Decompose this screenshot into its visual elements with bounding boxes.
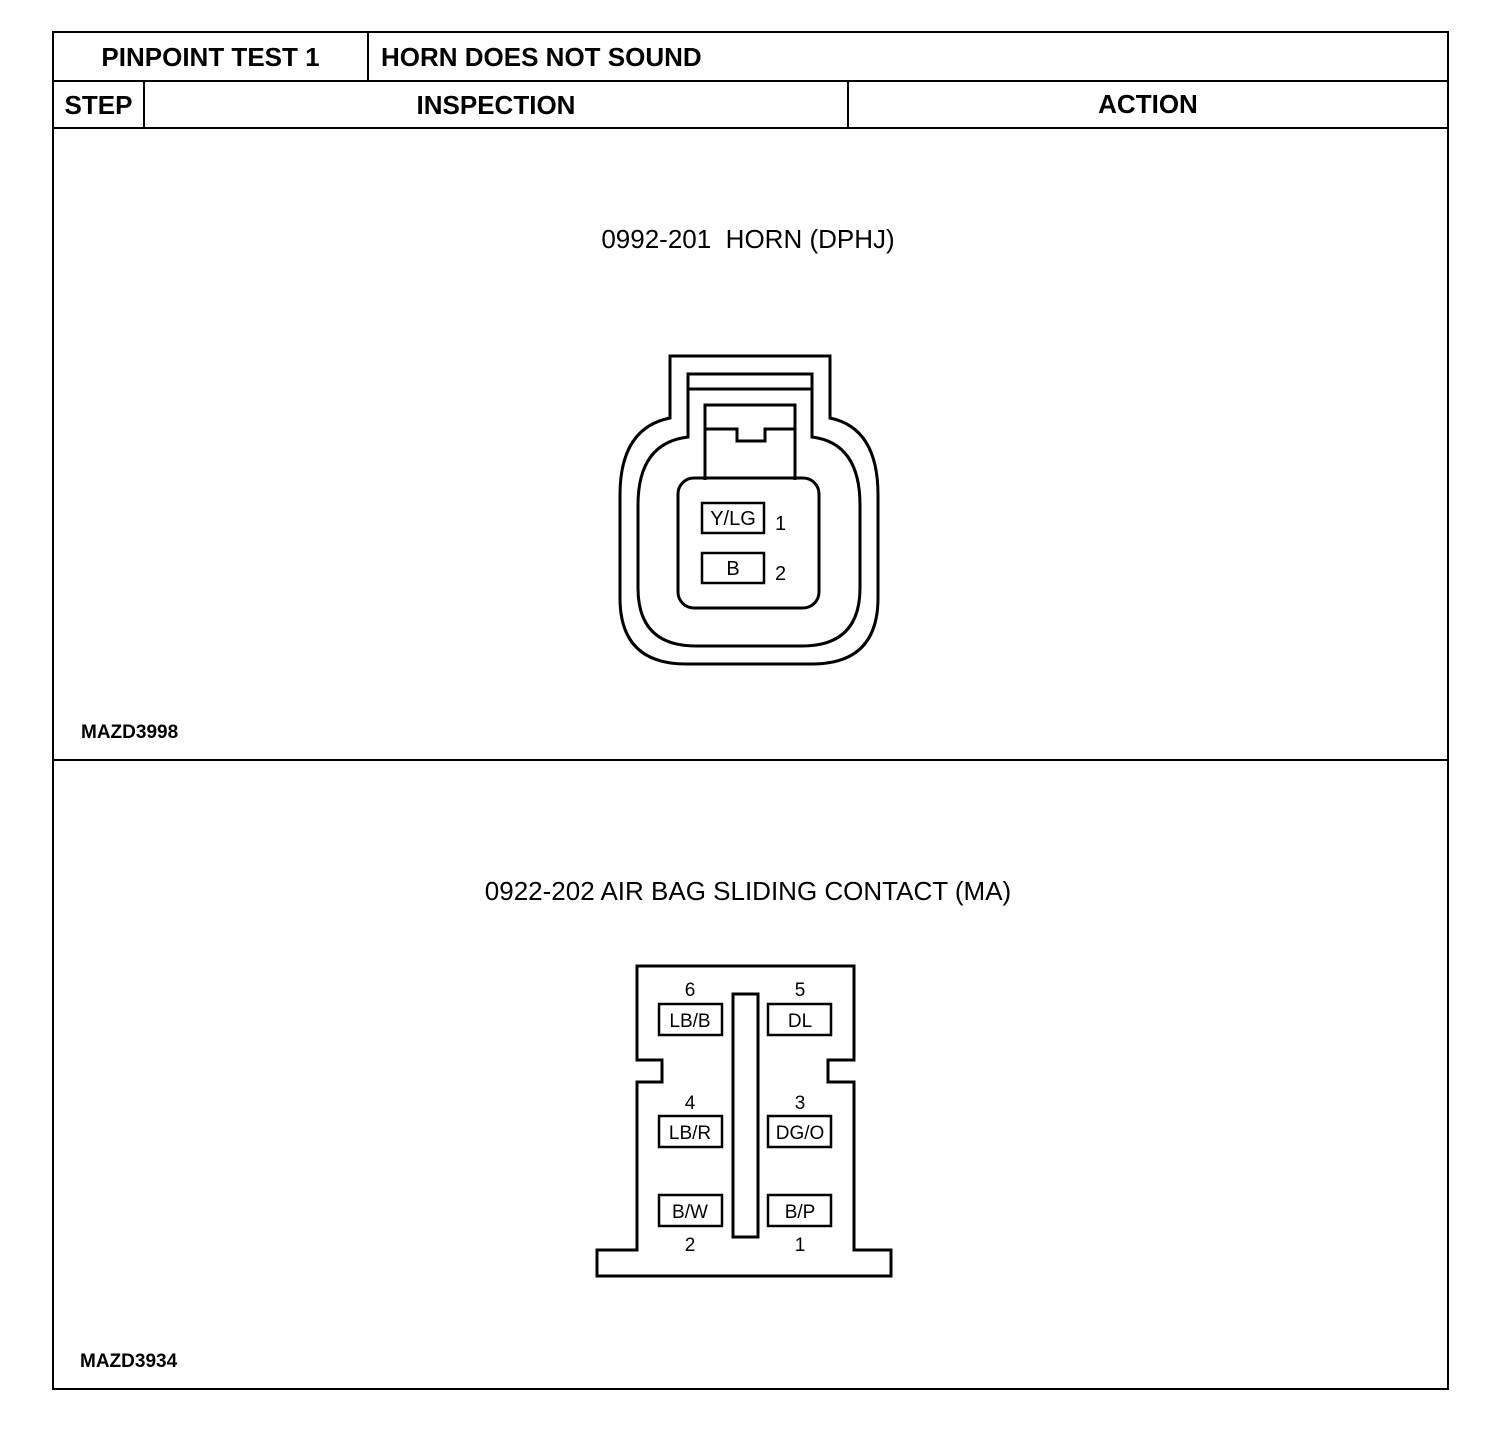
pin-1-box xyxy=(766,1193,833,1228)
pin-3-number: 3 xyxy=(795,1093,806,1114)
horn-connector-caption: 0992-201 HORN (DPHJ) xyxy=(601,224,895,254)
pin-1-number: 1 xyxy=(795,1235,806,1256)
pin-1-wire-color: Y/LG xyxy=(710,508,756,530)
test-title: HORN DOES NOT SOUND xyxy=(381,42,702,72)
pin-4-box xyxy=(657,1114,724,1149)
pin-6-wire-color: LB/B xyxy=(669,1011,710,1032)
horn-connector-diagram: Y/LG 1 B 2 xyxy=(618,354,880,666)
title-separator xyxy=(367,31,369,82)
pin-2-number: 2 xyxy=(685,1235,696,1256)
pin-2-number: 2 xyxy=(775,563,786,585)
pin-5-number: 5 xyxy=(795,980,806,1001)
pin-1-box xyxy=(700,501,766,535)
pin-5-wire-color: DL xyxy=(788,1011,812,1032)
column-action: ACTION xyxy=(1098,89,1198,119)
pin-6-number: 6 xyxy=(685,980,696,1001)
connector-outer-shell xyxy=(618,354,880,666)
pinpoint-test-label: PINPOINT TEST 1 xyxy=(101,42,320,72)
frame-top xyxy=(52,31,1449,33)
column-step: STEP xyxy=(64,90,133,120)
pin-2-box xyxy=(657,1193,724,1228)
column-header-divider xyxy=(52,127,1449,129)
locking-latch xyxy=(703,403,797,480)
pin-5-box xyxy=(766,1002,833,1037)
center-divider-rib xyxy=(731,992,760,1239)
pin-6-box xyxy=(657,1002,724,1037)
frame-right xyxy=(1447,31,1449,1390)
pin-3-box xyxy=(766,1114,833,1149)
action-separator xyxy=(847,80,849,129)
frame-bottom xyxy=(52,1388,1449,1390)
pin-2-wire-color: B xyxy=(726,558,739,580)
pin-cavity-block xyxy=(676,476,821,610)
latch-notch xyxy=(705,427,795,443)
figure-code-horn: MAZD3998 xyxy=(81,722,179,743)
connector-inner-shell xyxy=(636,372,862,648)
header-divider xyxy=(52,80,1449,82)
pin-3-wire-color: DG/O xyxy=(776,1123,825,1144)
frame-left xyxy=(52,31,54,1390)
pin-4-number: 4 xyxy=(685,1093,696,1114)
step-separator xyxy=(143,80,145,129)
pin-4-wire-color: LB/R xyxy=(669,1123,711,1144)
figure-divider xyxy=(52,759,1449,761)
pin-1-wire-color: B/P xyxy=(785,1202,816,1223)
airbag-contact-caption: 0922-202 AIR BAG SLIDING CONTACT (MA) xyxy=(484,876,1012,906)
figure-code-airbag: MAZD3934 xyxy=(80,1351,178,1372)
airbag-contact-connector-diagram: 6 LB/B 5 DL 4 LB/R 3 DG/O B/W 2 B/P 1 xyxy=(595,964,893,1278)
pin-2-box xyxy=(700,551,766,585)
pin-2-wire-color: B/W xyxy=(672,1202,708,1223)
airbag-connector-housing xyxy=(595,964,893,1278)
column-inspection: INSPECTION xyxy=(416,90,576,120)
pin-1-number: 1 xyxy=(775,513,786,535)
